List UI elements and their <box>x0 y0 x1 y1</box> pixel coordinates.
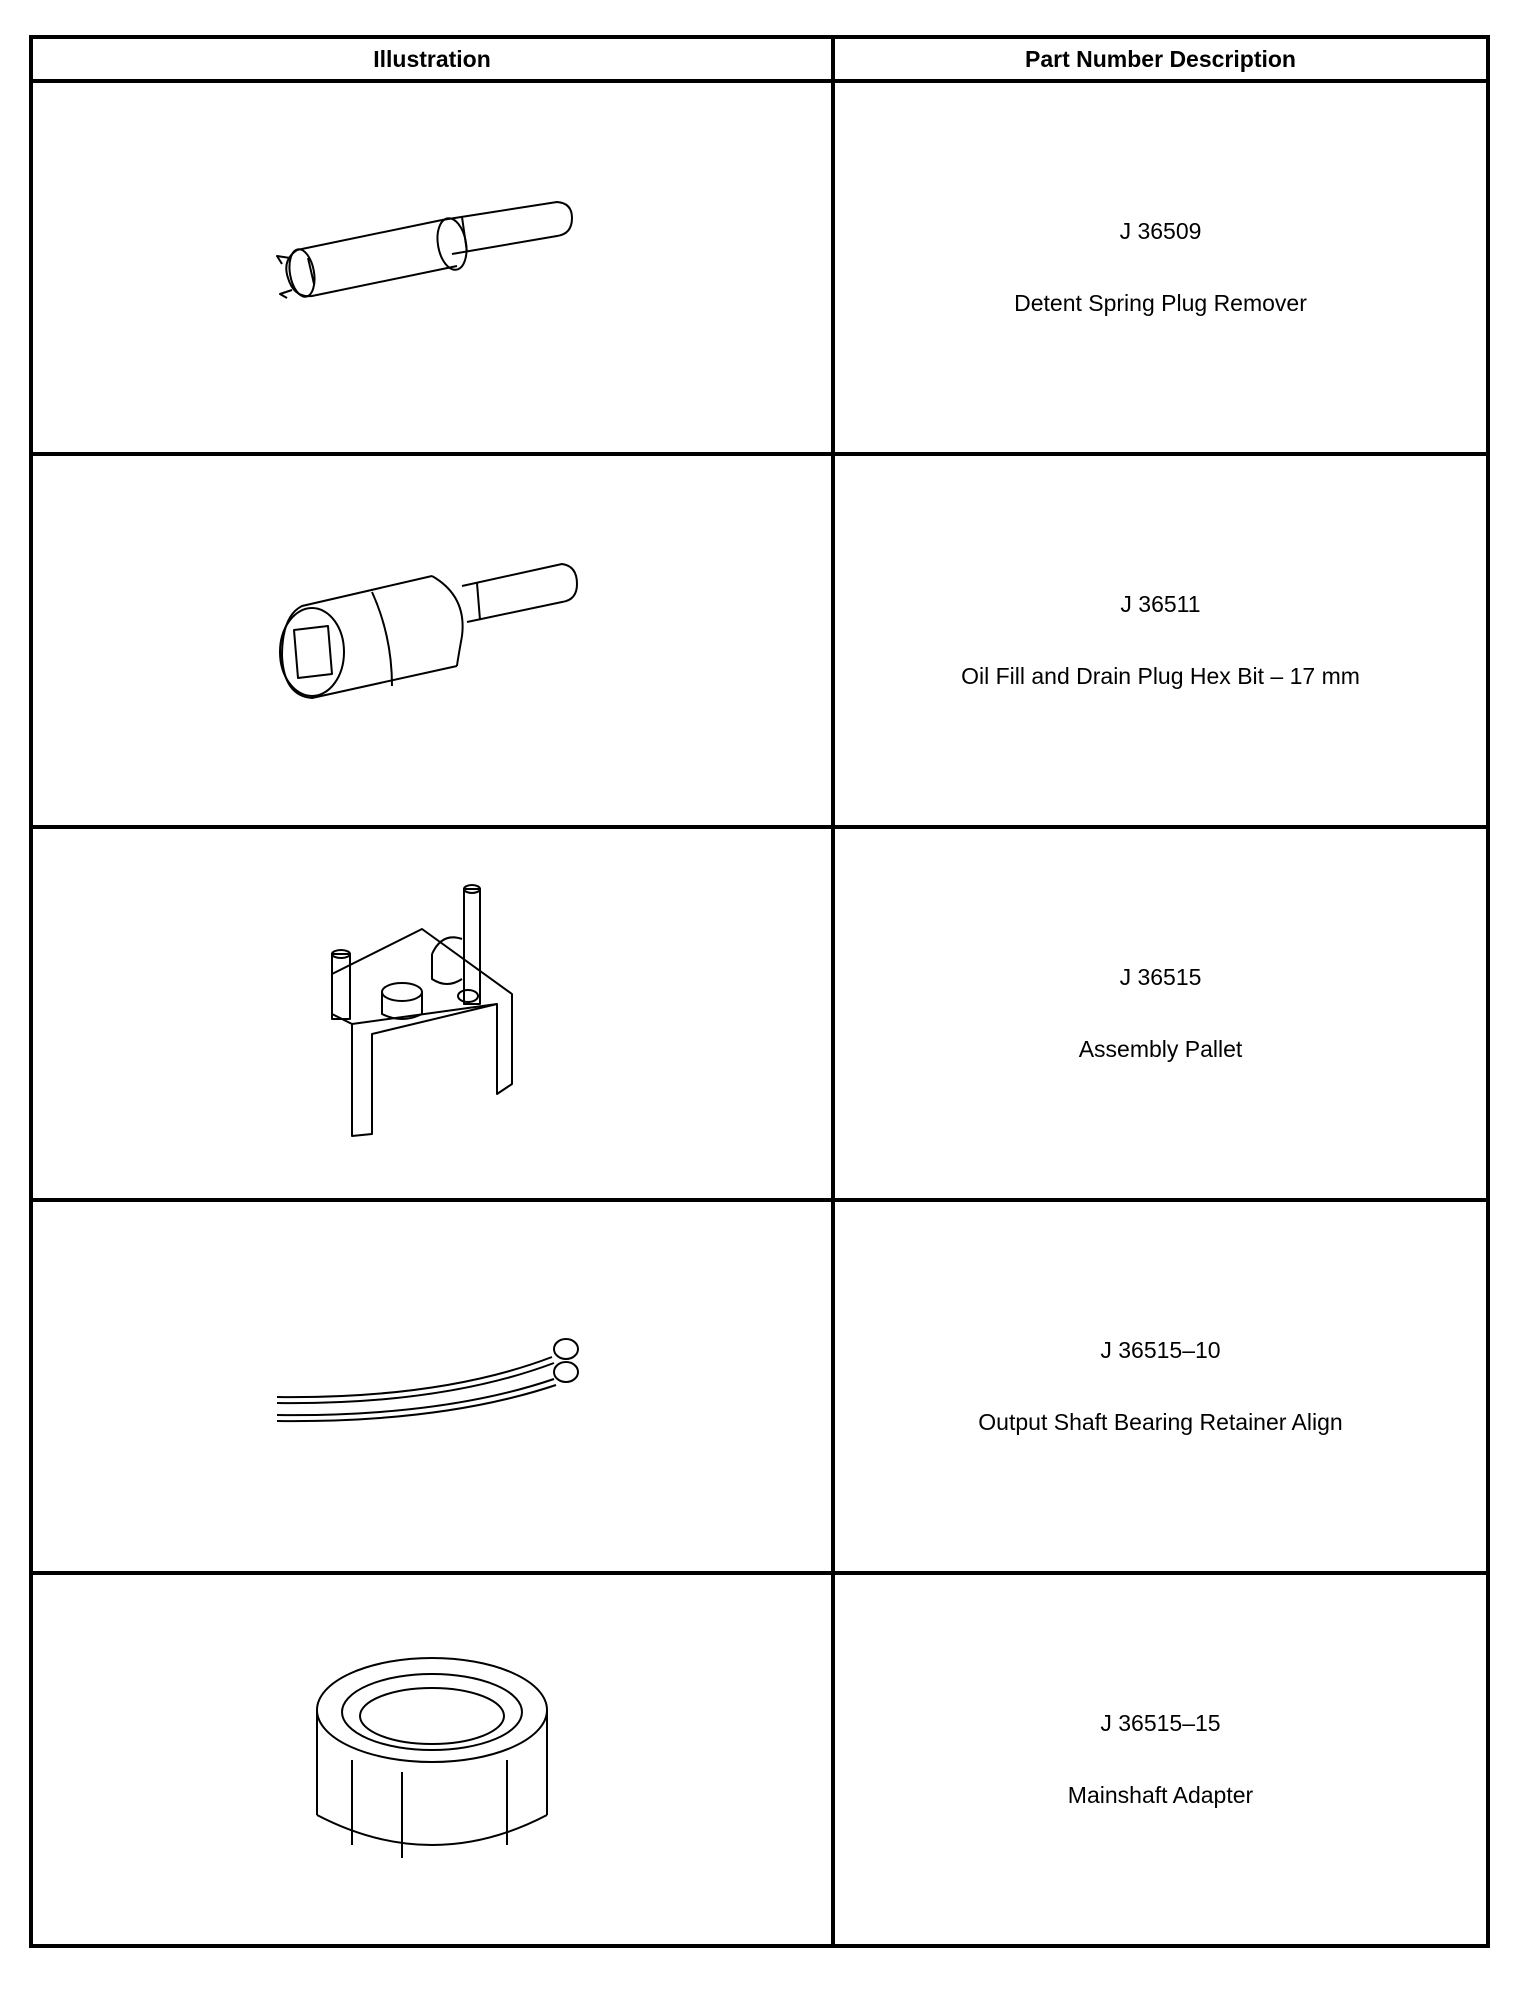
description-cell: J 36509 Detent Spring Plug Remover <box>831 79 1490 456</box>
table-row: J 36515–15 Mainshaft Adapter <box>29 1571 1490 1948</box>
mainshaft-adapter-icon <box>316 1656 548 1858</box>
header-illustration: Illustration <box>29 35 835 83</box>
part-description: Assembly Pallet <box>1078 1035 1243 1062</box>
header-part-number-description: Part Number Description <box>831 35 1490 83</box>
illustration-cell <box>29 825 835 1202</box>
header-row: Illustration Part Number Description <box>29 35 1490 83</box>
part-number: J 36515–15 <box>1100 1709 1221 1736</box>
alignment-wires-icon <box>276 1337 579 1422</box>
table-row: J 36515–10 Output Shaft Bearing Retainer… <box>29 1198 1490 1575</box>
table-row: J 36515 Assembly Pallet <box>29 825 1490 1202</box>
illustration-cell <box>29 1198 835 1575</box>
description-cell: J 36515 Assembly Pallet <box>831 825 1490 1202</box>
illustration-cell <box>29 1571 835 1948</box>
special-tools-sheet: Illustration Part Number Description <box>29 35 1490 1948</box>
part-description: Output Shaft Bearing Retainer Align <box>978 1408 1343 1435</box>
table-row: J 36509 Detent Spring Plug Remover <box>29 79 1490 456</box>
hex-bit-icon <box>279 562 578 699</box>
part-number: J 36515 <box>1119 963 1202 990</box>
illustration-cell <box>29 452 835 829</box>
plug-remover-icon <box>276 200 573 299</box>
description-cell: J 36515–15 Mainshaft Adapter <box>831 1571 1490 1948</box>
part-number: J 36511 <box>1120 590 1201 617</box>
assembly-pallet-icon <box>331 883 513 1137</box>
illustration-cell <box>29 79 835 456</box>
special-tools-table: Illustration Part Number Description <box>29 35 1490 1948</box>
part-description: Mainshaft Adapter <box>1067 1781 1254 1808</box>
description-cell: J 36511 Oil Fill and Drain Plug Hex Bit … <box>831 452 1490 829</box>
part-description: Detent Spring Plug Remover <box>1014 289 1307 316</box>
part-number: J 36515–10 <box>1100 1336 1221 1363</box>
part-description: Oil Fill and Drain Plug Hex Bit – 17 mm <box>961 662 1360 689</box>
part-number: J 36509 <box>1119 217 1202 244</box>
table-row: J 36511 Oil Fill and Drain Plug Hex Bit … <box>29 452 1490 829</box>
description-cell: J 36515–10 Output Shaft Bearing Retainer… <box>831 1198 1490 1575</box>
